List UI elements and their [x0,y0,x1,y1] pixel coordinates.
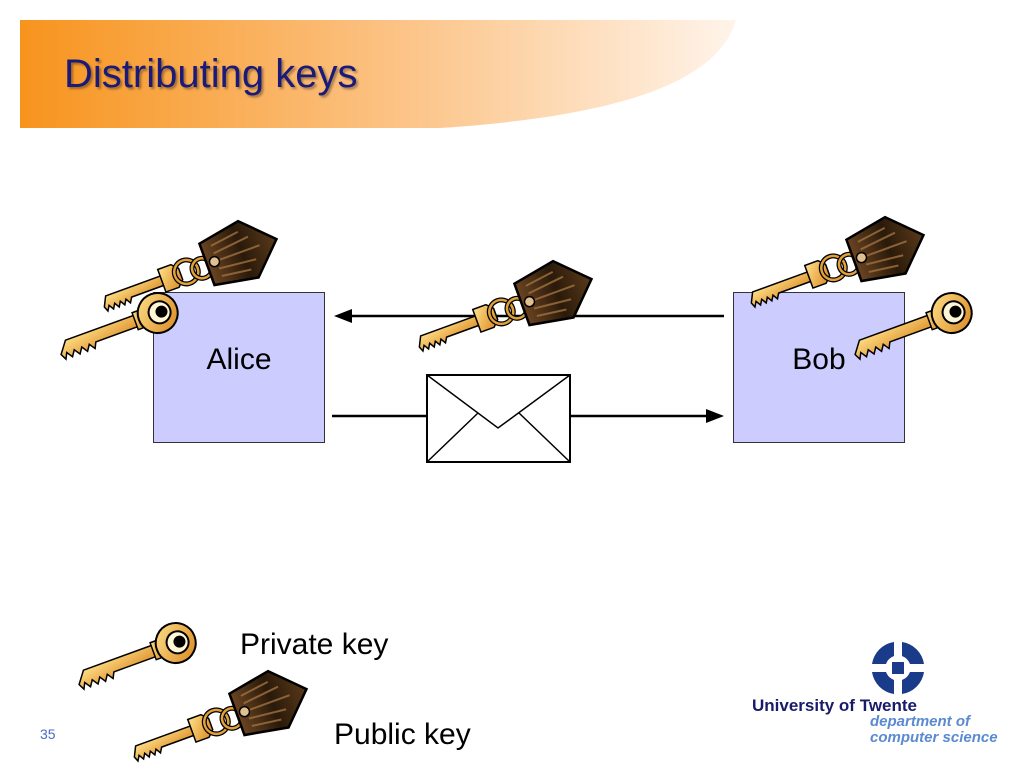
department-name: department of computer science [870,714,998,746]
department-line1: department of [870,713,971,730]
legend-private-key-label: Private key [240,628,389,661]
bob-private-key-icon [845,286,979,369]
bob-public-key-icon [739,207,933,327]
title-band [20,20,736,128]
alice-label: Alice [206,342,272,376]
department-line2: computer science [870,729,998,746]
alice-public-key-icon [92,211,286,331]
legend-public-key-label: Public key [334,718,471,751]
alice-box: Alice [153,292,325,443]
slide-title: Distributing keys [64,52,358,96]
bob-box: Bob [733,292,905,443]
university-logo-icon [872,642,924,694]
envelope-icon [426,374,571,463]
legend-private-key-icon [69,616,203,699]
legend-public-key-icon [122,661,316,768]
transit-public-key-icon [407,251,601,371]
bob-label: Bob [792,342,846,376]
slide-number: 35 [40,726,56,742]
university-name: University of Twente [752,696,917,715]
